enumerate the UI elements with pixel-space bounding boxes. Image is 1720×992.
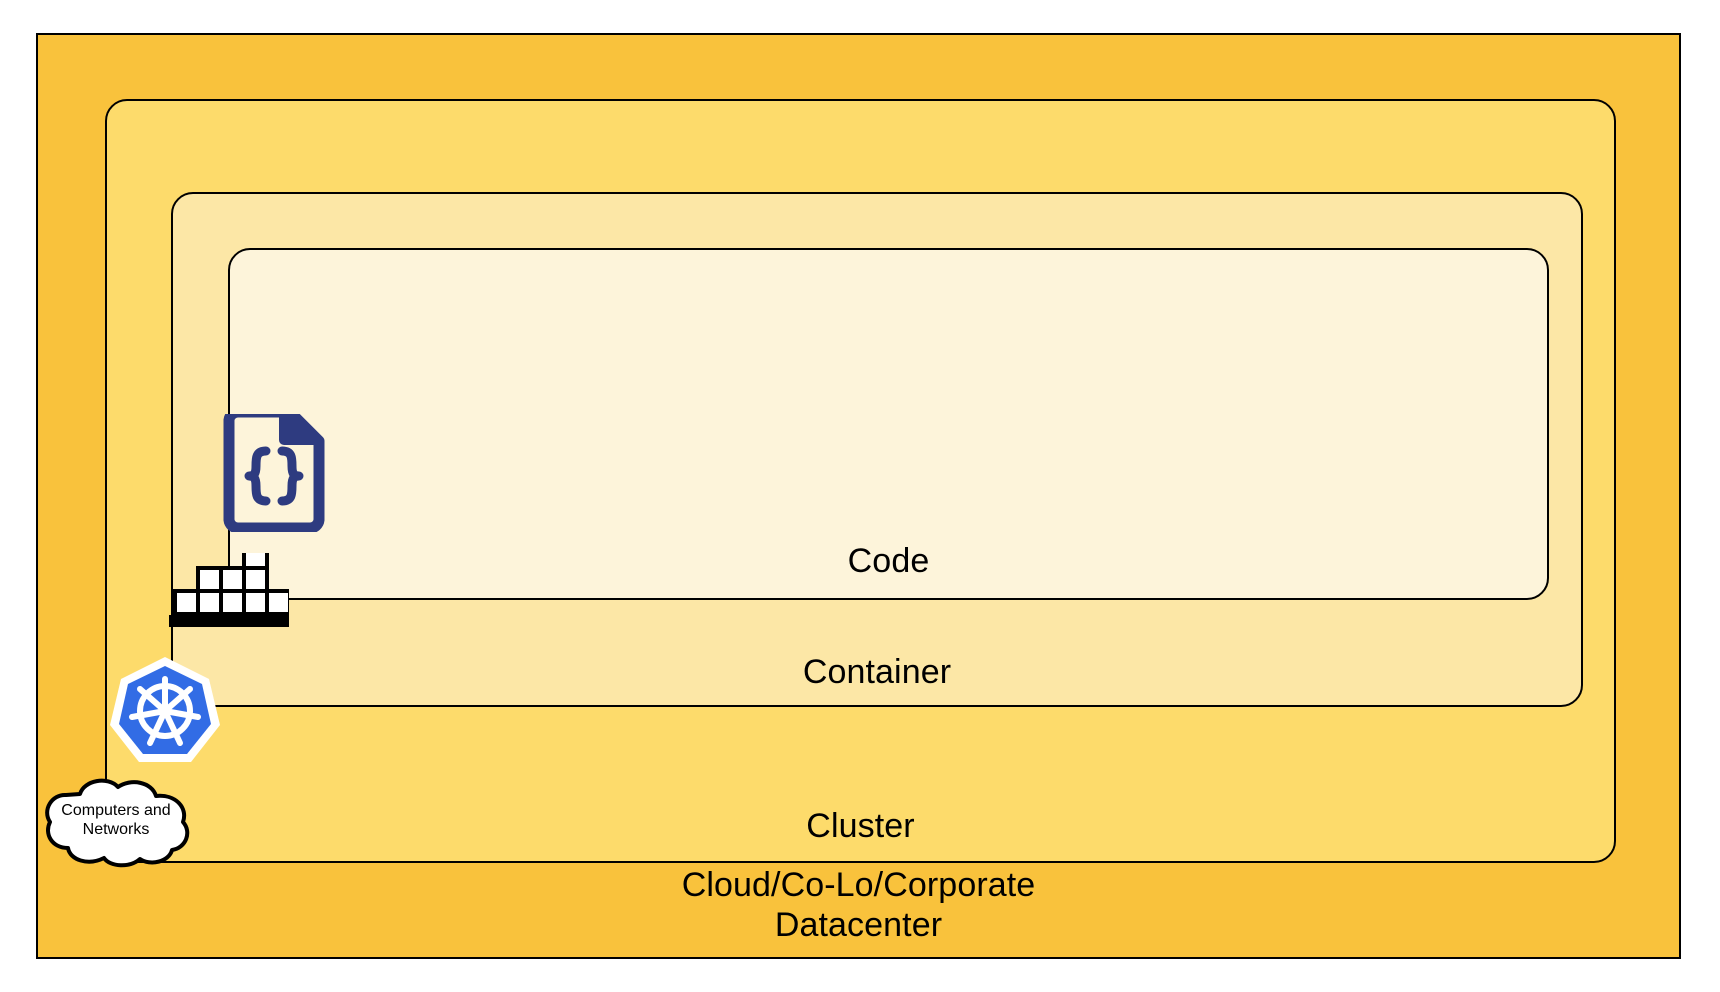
layer-datacenter[interactable]: Code Container Cluster Cloud/Co-Lo/Corpo… bbox=[36, 33, 1681, 959]
layer-label-container: Container bbox=[802, 653, 952, 691]
layer-label-datacenter: Cloud/Co-Lo/Corporate Datacenter bbox=[681, 866, 1036, 944]
layer-container[interactable]: Code Container bbox=[171, 192, 1583, 707]
layer-label-code: Code bbox=[847, 542, 930, 580]
layer-label-cluster: Cluster bbox=[806, 807, 915, 845]
kubernetes-icon bbox=[110, 655, 220, 765]
code-file-icon bbox=[222, 406, 326, 534]
layer-code[interactable]: Code bbox=[228, 248, 1549, 600]
cloud-callout-label: Computers and Networks bbox=[61, 802, 171, 838]
cloud-shape-icon bbox=[45, 778, 190, 868]
layer-cluster[interactable]: Code Container Cluster bbox=[105, 99, 1616, 863]
stacked-boxes-icon bbox=[169, 543, 292, 627]
computers-and-networks-cloud[interactable]: Computers and Networks bbox=[36, 776, 196, 868]
